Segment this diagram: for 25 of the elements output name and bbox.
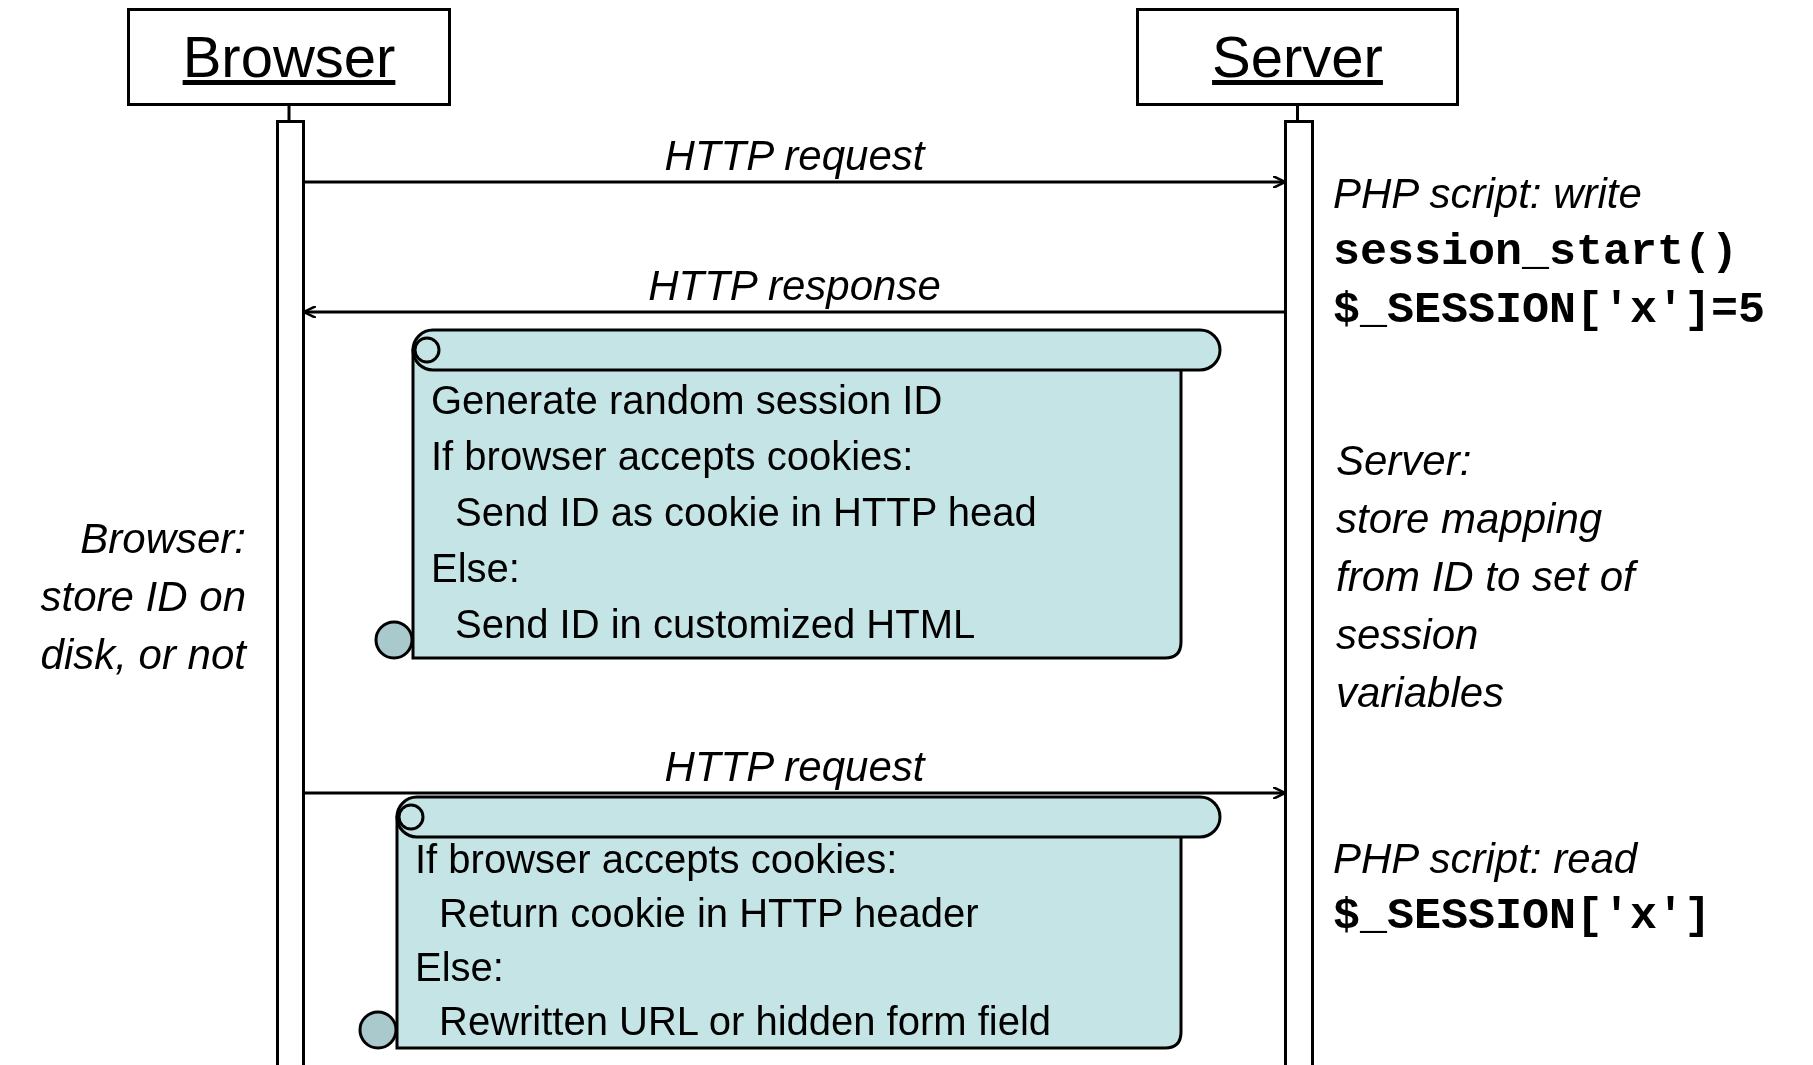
lifeline-bar <box>1284 120 1314 1065</box>
code-text: $_SESSION['x'] <box>1333 890 1712 944</box>
lifeline-bar <box>276 120 305 1065</box>
note-text-line: Generate random session ID <box>431 377 943 424</box>
note-text-line: Send ID in customized HTML <box>455 601 976 648</box>
participant-box <box>1136 8 1459 106</box>
note-text-line: Else: <box>415 944 504 991</box>
participant-name: Browser <box>182 28 396 86</box>
annotation-text: Server: <box>1336 436 1472 486</box>
note-text-line: Send ID as cookie in HTTP head <box>455 489 1037 536</box>
annotation-text: PHP script: read <box>1333 834 1638 884</box>
code-text: $_SESSION['x']=5 <box>1333 284 1766 338</box>
annotation-text: PHP script: write <box>1333 169 1642 219</box>
participant-box <box>127 8 451 106</box>
annotation-text: Browser: <box>79 514 246 564</box>
note-text-line: If browser accepts cookies: <box>415 836 898 883</box>
annotation-text: store ID on disk, or not <box>39 572 246 680</box>
note-text-line: Else: <box>431 545 520 592</box>
participant-name: Server <box>1212 28 1383 86</box>
connector-line <box>1296 106 1299 120</box>
note-text-line: Rewritten URL or hidden form field <box>439 998 1052 1045</box>
note-text-line: Return cookie in HTTP header <box>439 890 979 937</box>
connector-line <box>287 106 291 120</box>
code-text: session_start() <box>1333 226 1739 280</box>
note-text-line: If browser accepts cookies: <box>431 433 914 480</box>
